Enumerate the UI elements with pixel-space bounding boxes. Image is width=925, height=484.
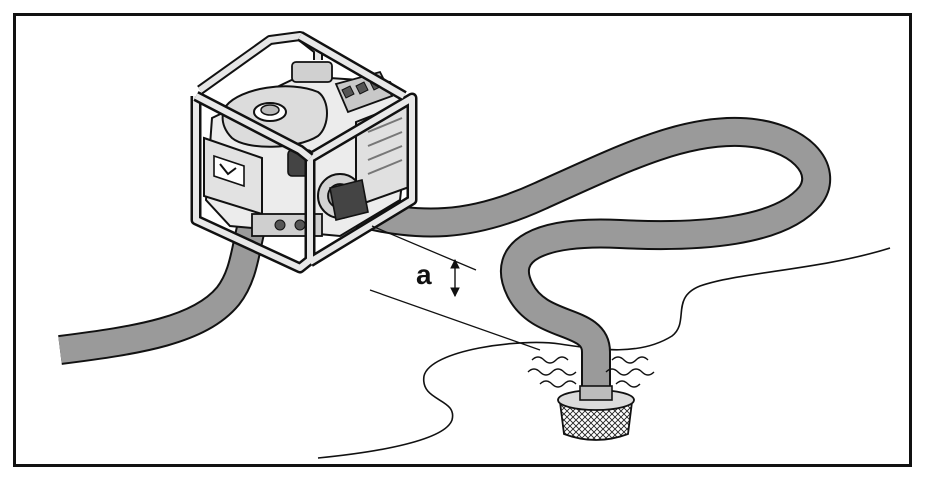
water-ripples: [527, 356, 655, 388]
suction-hose: [352, 116, 831, 392]
suction-height-dimension: [369, 225, 541, 351]
dimension-label-a: a: [416, 259, 432, 290]
figure-frame: [13, 13, 912, 467]
shoreline: [317, 247, 891, 459]
water-pump: [190, 31, 418, 274]
strainer-basket: [557, 385, 635, 441]
